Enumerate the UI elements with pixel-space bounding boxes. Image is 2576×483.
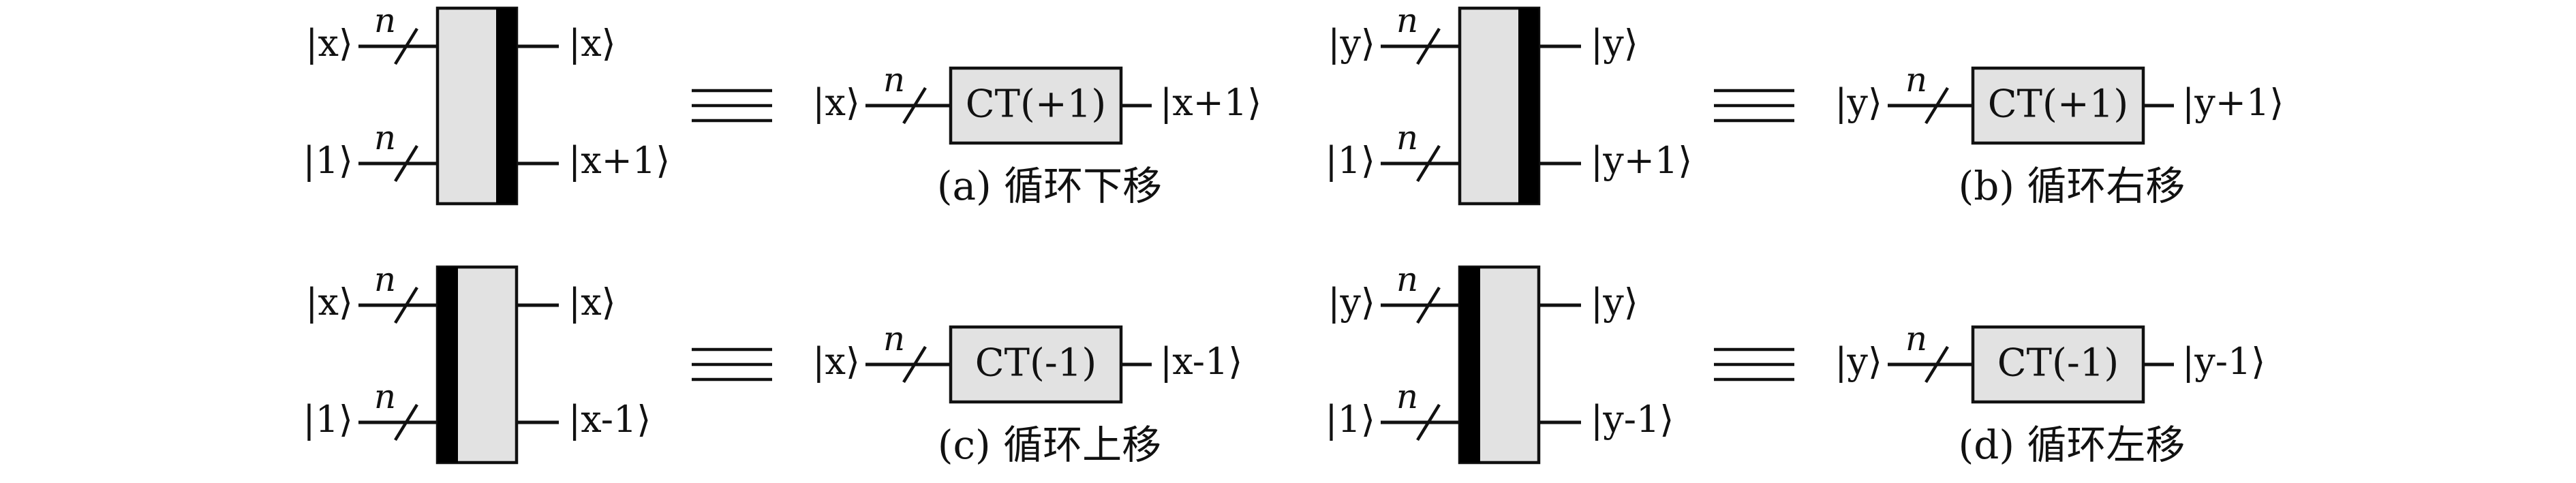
panel-b-gate-input-label: |y⟩ (1835, 81, 1882, 124)
panel-d-register-size-bottom: n (1396, 377, 1418, 416)
panel-a-gate-register-slash (902, 87, 927, 125)
panel-a-caption: (a) 循环下移 (937, 163, 1162, 209)
panel-a-register-size-top: n (374, 1, 396, 40)
panel-a-register-size-bottom: n (374, 118, 396, 157)
panel-d-caption: (d) 循环左移 (1959, 422, 2186, 468)
panel-b-caption: (b) 循环右移 (1959, 163, 2186, 209)
panel-d-register-slash-top (1416, 286, 1441, 324)
panel-b-input-top-label: |y⟩ (1328, 22, 1375, 65)
panel-a-register-slash-top (394, 27, 418, 65)
panel-c-gate-label: CT(-1) (975, 341, 1097, 386)
panel-d-register-size-top: n (1396, 260, 1418, 299)
panel-c-register-size-bottom: n (374, 377, 396, 416)
panel-c-gate-register-size: n (883, 319, 905, 358)
panel-a-gate-label: CT(+1) (966, 82, 1106, 127)
panel-d-input-top-label: |y⟩ (1328, 281, 1375, 324)
panel-d-output-top-label: |y⟩ (1591, 281, 1638, 324)
panel-c-register-slash-bottom (394, 403, 418, 441)
panel-b-control-bar (1518, 8, 1539, 204)
panel-c-gate-register-slash (902, 345, 927, 384)
panel-c-gate-input-label: |x⟩ (812, 340, 860, 383)
panel-d-gate-register-size: n (1905, 319, 1927, 358)
panel-b-gate-register-slash (1925, 87, 1949, 125)
panel-b-register-slash-top (1416, 27, 1441, 65)
panel-a-gate-register-size: n (883, 60, 905, 99)
panel-a-output-top-label: |x⟩ (568, 22, 616, 65)
panel-b-gate-box (1971, 66, 2145, 145)
panel-d-gate-register-slash (1925, 345, 1949, 384)
panel-d-output-bottom-label: |y-1⟩ (1591, 398, 1674, 441)
panel-c-output-bottom-label: |x-1⟩ (568, 398, 651, 441)
panel-c-input-top-label: |x⟩ (305, 281, 353, 324)
panel-b-input-bottom-label: |1⟩ (1325, 139, 1375, 182)
panel-a-gate-output-label: |x+1⟩ (1160, 81, 1261, 124)
panel-a-gate-input-label: |x⟩ (812, 81, 860, 124)
panel-c-input-bottom-label: |1⟩ (303, 398, 353, 441)
panel-c-register-size-top: n (374, 260, 396, 299)
panel-d-gate-output-label: |y-1⟩ (2182, 340, 2265, 383)
panel-d-gate-box (1971, 325, 2145, 404)
panel-a-control-bar (496, 8, 517, 204)
panel-c-register-slash-top (394, 286, 418, 324)
panel-c-control-bar (438, 267, 458, 463)
panel-d-gate-label: CT(-1) (1997, 341, 2119, 386)
panel-b-output-top-label: |y⟩ (1591, 22, 1638, 65)
panel-b-register-slash-bottom (1416, 144, 1441, 183)
panel-d-control-bar (1460, 267, 1480, 463)
panel-d-register-slash-bottom (1416, 403, 1441, 441)
panel-a-register-slash-bottom (394, 144, 418, 183)
panel-a-input-bottom-label: |1⟩ (303, 139, 353, 182)
panel-d-input-bottom-label: |1⟩ (1325, 398, 1375, 441)
panel-d-gate-input-label: |y⟩ (1835, 340, 1882, 383)
panel-a-output-bottom-label: |x+1⟩ (568, 139, 670, 182)
panel-c-output-top-label: |x⟩ (568, 281, 616, 324)
panel-b-register-size-bottom: n (1396, 118, 1418, 157)
panel-a-input-top-label: |x⟩ (305, 22, 353, 65)
panel-a-gate-box (949, 66, 1123, 145)
panel-b-gate-register-size: n (1905, 60, 1927, 99)
panel-b-gate-output-label: |y+1⟩ (2182, 81, 2284, 124)
panel-b-register-size-top: n (1396, 1, 1418, 40)
panel-c-caption: (c) 循环上移 (938, 422, 1161, 468)
panel-b-output-bottom-label: |y+1⟩ (1591, 139, 1692, 182)
panel-b-gate-label: CT(+1) (1988, 82, 2128, 127)
panel-c-gate-output-label: |x-1⟩ (1160, 340, 1242, 383)
